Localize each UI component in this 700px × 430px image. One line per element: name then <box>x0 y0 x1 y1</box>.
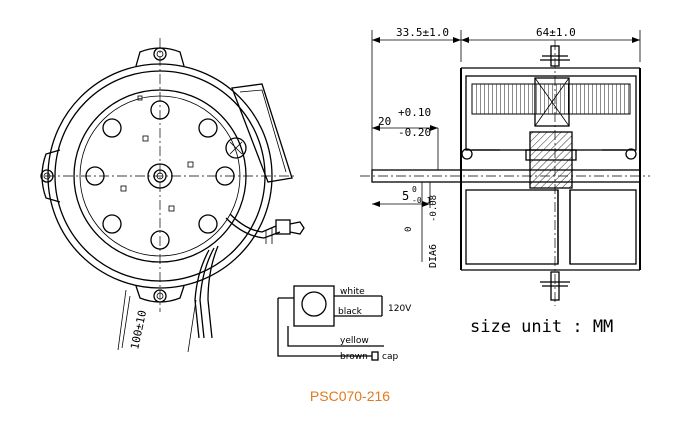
dim-flat-tol-lower: -0.20 <box>398 126 431 139</box>
dim-flat-length: 20 <box>378 115 391 128</box>
wiring-diagram: white black 120V yellow brown cap <box>277 285 412 362</box>
wire-yellow-label: yellow <box>340 336 369 346</box>
cap-label: cap <box>382 352 398 362</box>
dim-shaft-diam-tol-lower: -0.08 <box>429 195 439 222</box>
dim-shaft-diam-tol-upper: 0 <box>404 227 414 232</box>
voltage-label: 120V <box>388 304 412 314</box>
dim-shaft-diameter: DIA6 <box>428 244 439 268</box>
dim-shoulder: 5 <box>402 189 409 203</box>
dim-flat-tol-upper: +0.10 <box>398 106 431 119</box>
dim-body-length: 64±1.0 <box>536 26 576 39</box>
wire-black-label: black <box>338 307 363 317</box>
lead-length-label: 100±10 <box>128 309 149 351</box>
dim-shaft-length: 33.5±1.0 <box>396 26 449 39</box>
dim-shoulder-tol: 0 <box>412 185 417 194</box>
wire-brown-label: brown <box>340 352 368 362</box>
wire-white-label: white <box>340 287 365 297</box>
front-view: 100±10 <box>40 38 305 353</box>
unit-note: size unit : MM <box>470 317 613 337</box>
model-caption: PSC070-216 <box>309 388 391 404</box>
side-view: 33.5±1.0 64±1.0 20 +0.10 <box>360 26 650 306</box>
